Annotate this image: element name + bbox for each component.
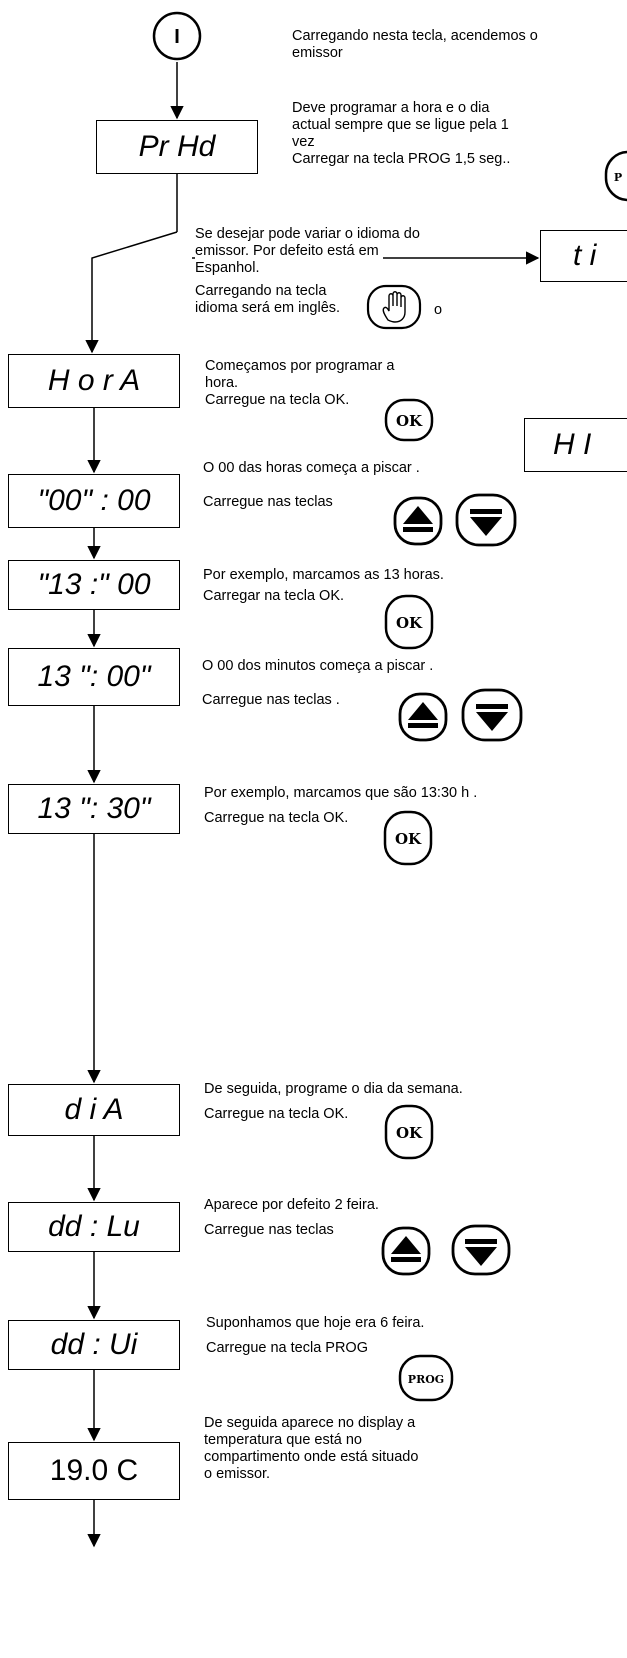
ok-button[interactable]: OK (384, 1104, 434, 1160)
ok-button-label: OK (396, 412, 423, 430)
ok-button[interactable]: OK (384, 398, 434, 442)
prog-button-partial-label: P (614, 171, 622, 184)
note-temp: De seguida aparece no display a temperat… (204, 1415, 418, 1483)
display-hours-blink: "00" : 00 (8, 474, 180, 528)
hand-icon (366, 284, 422, 330)
up-arrow-icon (393, 496, 443, 546)
down-arrow-icon (451, 1224, 511, 1276)
note-prog-line1: Deve programar a hora e o dia (292, 100, 490, 116)
note-temp-line1: De seguida aparece no display a (204, 1415, 416, 1431)
note-dia-2: Carregue na tecla OK. (204, 1106, 349, 1122)
up-arrow-icon (381, 1226, 431, 1276)
ok-button-label: OK (396, 614, 423, 632)
note-prog-line3: vez (292, 134, 315, 150)
note-ui-1: Suponhamos que hoje era 6 feira. (206, 1315, 425, 1331)
display-hora: H o r A (8, 354, 180, 408)
note-ui-2: Carregue na tecla PROG (206, 1340, 368, 1356)
note-language-line4: Carregando na tecla (195, 283, 327, 299)
display-side-top: t i (540, 230, 627, 282)
note-hora-line2: hora. (205, 375, 239, 391)
hand-button[interactable] (366, 284, 422, 330)
note-m00-2: Carregue nas teclas . (202, 692, 340, 708)
display-temperature: 19.0 C (8, 1442, 180, 1500)
prog-button-partial[interactable]: P (604, 150, 627, 202)
note-prog: Deve programar a hora e o dia actual sem… (292, 100, 510, 168)
note-power-line1: Carregando nesta tecla, acendemos o (292, 28, 538, 44)
note-power-line2: emissor (292, 45, 343, 61)
note-dia-1: De seguida, programe o dia da semana. (204, 1081, 463, 1097)
up-arrow-icon (398, 692, 448, 742)
prog-button[interactable]: PROG (398, 1354, 454, 1402)
display-prhd: Pr Hd (96, 120, 258, 174)
down-button[interactable] (455, 493, 517, 547)
note-power: Carregando nesta tecla, acendemos o emis… (292, 28, 538, 62)
note-lu-1: Aparece por defeito 2 feira. (204, 1197, 379, 1213)
ok-button[interactable]: OK (383, 810, 433, 866)
prog-button-label: PROG (408, 1373, 444, 1386)
note-language-o: o (434, 302, 443, 318)
note-temp-line4: o emissor. (204, 1466, 271, 1482)
down-arrow-icon (455, 493, 517, 547)
note-language-line2: emissor. Por defeito está em (195, 243, 383, 260)
note-prog-line2: actual sempre que se ligue pela 1 (292, 117, 509, 133)
note-m30-2: Carregue na tecla OK. (204, 810, 349, 826)
note-language-line1: Se desejar pode variar o idioma do (195, 226, 420, 242)
note-temp-line3: compartimento onde está situado (204, 1449, 419, 1465)
down-button[interactable] (451, 1224, 511, 1276)
note-h00-1: O 00 das horas começa a piscar . (203, 460, 420, 476)
note-temp-line2: temperatura que está no (204, 1432, 362, 1448)
power-button[interactable]: I (151, 10, 203, 62)
note-hora: Começamos por programar a hora. Carregue… (205, 358, 394, 409)
power-button-symbol: I (174, 26, 180, 48)
ok-button[interactable]: OK (384, 594, 434, 650)
display-day-lu: dd : Lu (8, 1202, 180, 1252)
display-dia: d i A (8, 1084, 180, 1136)
note-hora-line1: Começamos por programar a (205, 358, 395, 374)
down-button[interactable] (461, 688, 523, 742)
up-button[interactable] (381, 1226, 431, 1276)
note-language-line5: idioma será em inglês. (195, 300, 341, 316)
ok-button-label: OK (395, 830, 422, 848)
note-h13-2: Carregar na tecla OK. (203, 588, 345, 604)
note-lu-2: Carregue nas teclas (204, 1222, 334, 1238)
up-button[interactable] (393, 496, 443, 546)
note-prog-line4: Carregar na tecla PROG 1,5 seg.. (292, 151, 511, 167)
note-hora-line3: Carregue na tecla OK. (205, 392, 350, 408)
down-arrow-icon (461, 688, 523, 742)
display-hours-13: "13 :" 00 (8, 560, 180, 610)
up-button[interactable] (398, 692, 448, 742)
display-day-ui: dd : Ui (8, 1320, 180, 1370)
display-minutes-blink: 13 ": 00" (8, 648, 180, 706)
note-language-row4: Carregando na tecla (195, 283, 420, 300)
note-language-line3: Espanhol. (195, 260, 260, 276)
display-side-mid: H I (524, 418, 627, 472)
note-m00-1: O 00 dos minutos começa a piscar . (202, 658, 434, 674)
ok-button-label: OK (396, 1124, 423, 1142)
note-language: Se desejar pode variar o idioma do emiss… (195, 226, 420, 317)
note-m30-1: Por exemplo, marcamos que são 13:30 h . (204, 785, 478, 801)
note-h13-1: Por exemplo, marcamos as 13 horas. (203, 567, 444, 583)
display-minutes-30: 13 ": 30" (8, 784, 180, 834)
note-h00-2: Carregue nas teclas (203, 494, 333, 510)
